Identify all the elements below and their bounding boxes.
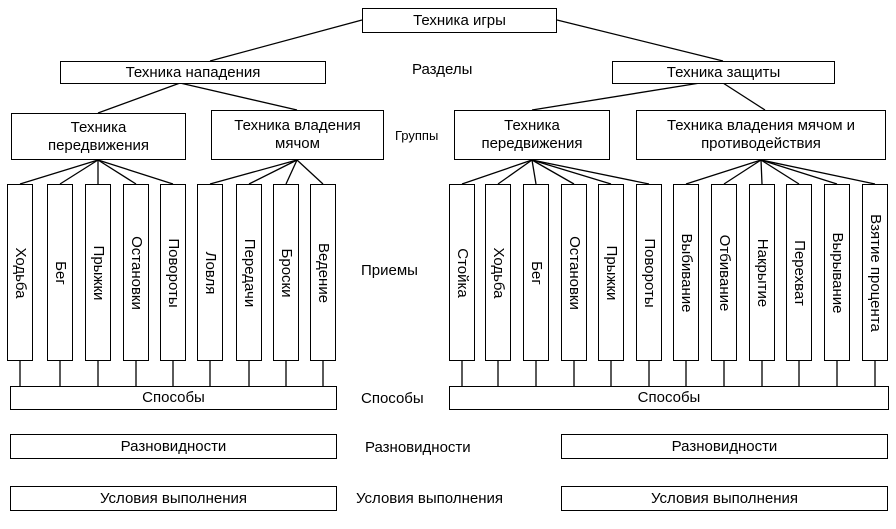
technique-label: Накрытие — [754, 238, 771, 307]
technique-label: Прыжки — [603, 245, 620, 300]
conditions-label: Условия выполнения — [356, 490, 503, 507]
technique-throws: Броски — [273, 184, 299, 361]
technique-blocking: Накрытие — [749, 184, 775, 361]
technique-label: Бег — [528, 260, 545, 285]
technique-label: Повороты — [641, 237, 658, 308]
technique-label: Стойка — [454, 247, 471, 298]
technique-label: Остановки — [128, 235, 145, 310]
defense-varieties-box: Разновидности — [561, 434, 888, 459]
technique-running: Бег — [47, 184, 73, 361]
technique-snatching: Вырывание — [824, 184, 850, 361]
technique-walking: Ходьба — [7, 184, 33, 361]
technique-label: Вырывание — [829, 231, 846, 314]
technique-knocking-out: Выбивание — [673, 184, 699, 361]
technique-stops: Остановки — [123, 184, 149, 361]
technique-label: Повороты — [165, 237, 182, 308]
technique-turns-defense: Повороты — [636, 184, 662, 361]
technique-label: Броски — [278, 248, 295, 297]
techniques-label: Приемы — [361, 262, 418, 279]
technique-running-defense: Бег — [523, 184, 549, 361]
technique-label: Отбивание — [716, 234, 733, 311]
technique-label: Ходьба — [490, 246, 507, 299]
technique-label: Остановки — [566, 235, 583, 310]
defense-conditions-box: Условия выполнения — [561, 486, 888, 511]
technique-stops-defense: Остановки — [561, 184, 587, 361]
group-defense-ball: Техника владения мячом и противодействия — [636, 110, 886, 160]
technique-jumps-defense: Прыжки — [598, 184, 624, 361]
technique-stance: Стойка — [449, 184, 475, 361]
root-node: Техника игры — [362, 8, 557, 33]
attack-conditions-box: Условия выполнения — [10, 486, 337, 511]
groups-label: Группы — [395, 128, 439, 143]
section-defense: Техника защиты — [612, 61, 835, 84]
methods-label: Способы — [361, 390, 424, 407]
technique-label: Перехват — [791, 239, 808, 306]
technique-label: Взятие процента — [867, 213, 884, 332]
technique-walking-defense: Ходьба — [485, 184, 511, 361]
sections-label: Разделы — [412, 61, 473, 78]
group-defense-movement: Техника передвижения — [454, 110, 610, 160]
technique-turns: Повороты — [160, 184, 186, 361]
section-attack: Техника нападения — [60, 61, 326, 84]
group-attack-movement: Техника передвижения — [11, 113, 186, 160]
technique-label: Выбивание — [678, 233, 695, 312]
technique-passes: Передачи — [236, 184, 262, 361]
technique-label: Ходьба — [12, 246, 29, 299]
technique-label: Передачи — [241, 238, 258, 307]
technique-label: Ловля — [202, 251, 219, 294]
technique-dribbling: Ведение — [310, 184, 336, 361]
technique-deflecting: Отбивание — [711, 184, 737, 361]
technique-catching: Ловля — [197, 184, 223, 361]
defense-methods-box: Способы — [449, 386, 889, 410]
technique-label: Ведение — [315, 242, 332, 303]
technique-jumps: Прыжки — [85, 184, 111, 361]
technique-label: Прыжки — [90, 245, 107, 300]
group-attack-ball: Техника владения мячом — [211, 110, 384, 160]
attack-varieties-box: Разновидности — [10, 434, 337, 459]
varieties-label: Разновидности — [365, 439, 471, 456]
technique-interception: Перехват — [786, 184, 812, 361]
technique-taking-rebound: Взятие процента — [862, 184, 888, 361]
technique-label: Бег — [52, 260, 69, 285]
attack-methods-box: Способы — [10, 386, 337, 410]
